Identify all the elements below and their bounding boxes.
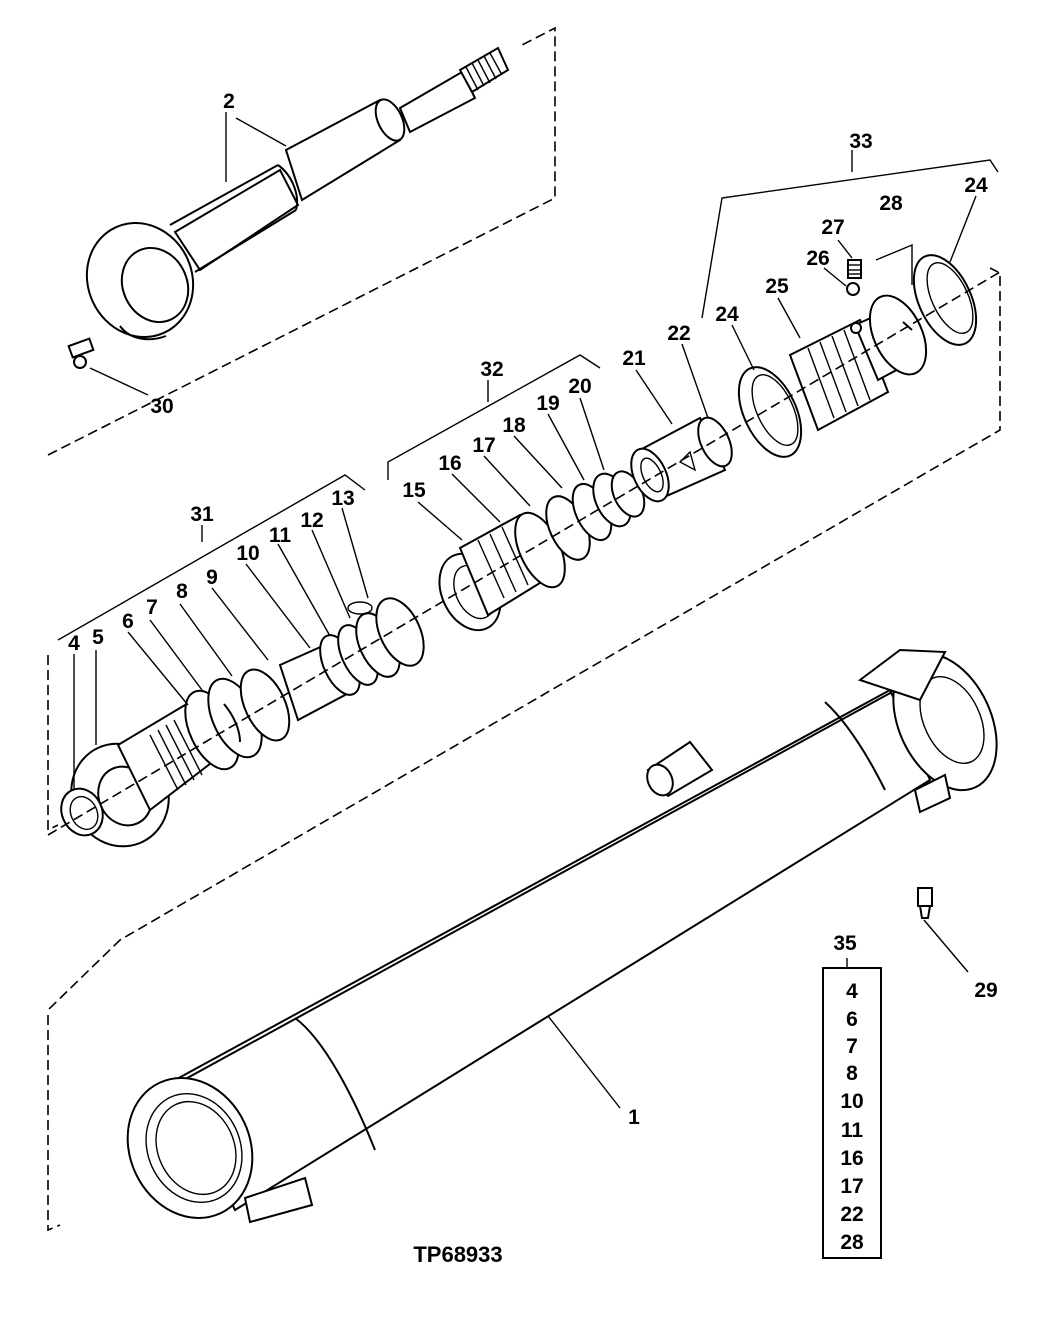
kit-33 [701,159,999,458]
bushing-21-22 [630,416,733,503]
gland-kit-31 [47,474,425,848]
piston-rod [47,26,556,456]
callout-9: 9 [206,566,218,589]
callout-5: 5 [92,626,104,649]
cylinder-barrel [47,267,1001,1232]
callout-10: 10 [236,542,259,565]
callout-8: 8 [176,580,188,603]
callout-30: 30 [150,395,173,418]
leader-lines [73,112,977,1109]
kit-item: 4 [846,980,858,1003]
kit-item: 22 [840,1203,863,1226]
callout-19: 19 [536,392,559,415]
kit-item: 8 [846,1062,858,1085]
callout-6: 6 [122,610,134,633]
kit-item: 16 [840,1147,863,1170]
callout-32: 32 [480,358,503,381]
callout-29: 29 [974,979,997,1002]
callout-11: 11 [269,524,292,547]
callout-7: 7 [146,596,158,619]
callout-18: 18 [502,414,526,437]
callout-2: 2 [223,90,235,113]
kit-35-box: 35 4 6 7 8 10 11 16 17 22 28 [822,932,882,1259]
grease-fitting-30 [67,337,95,369]
piston-kit-32 [387,354,646,632]
kit-item: 28 [840,1231,864,1254]
callout-4: 4 [68,632,80,655]
callout-16: 16 [438,452,461,475]
callout-33: 33 [849,130,872,153]
kit-item: 11 [841,1119,864,1142]
callout-21: 21 [622,347,646,370]
kit-box-frame [822,967,882,1259]
callout-24b: 24 [964,174,988,197]
callout-31: 31 [190,503,214,526]
callout-17: 17 [472,434,495,457]
callout-28: 28 [879,192,903,215]
callout-20: 20 [568,375,591,398]
callout-1: 1 [628,1106,640,1129]
kit-item: 10 [840,1090,863,1113]
grease-fitting-29 [917,887,933,919]
callout-13: 13 [331,487,354,510]
kit-item: 6 [846,1008,858,1031]
kit-item: 17 [840,1175,863,1198]
callout-12: 12 [300,509,323,532]
callout-25: 25 [765,275,789,298]
callout-22: 22 [667,322,690,345]
diagram-id-label: TP68933 [413,1242,502,1267]
callout-26: 26 [806,247,829,270]
callout-15: 15 [402,479,426,502]
kit-box-title: 35 [833,932,857,955]
kit-item: 7 [846,1035,858,1058]
callout-labels: 1 2 4 5 6 7 8 9 10 11 12 13 15 16 17 18 … [68,90,998,1129]
callout-27: 27 [821,216,844,239]
callout-24a: 24 [715,303,739,326]
